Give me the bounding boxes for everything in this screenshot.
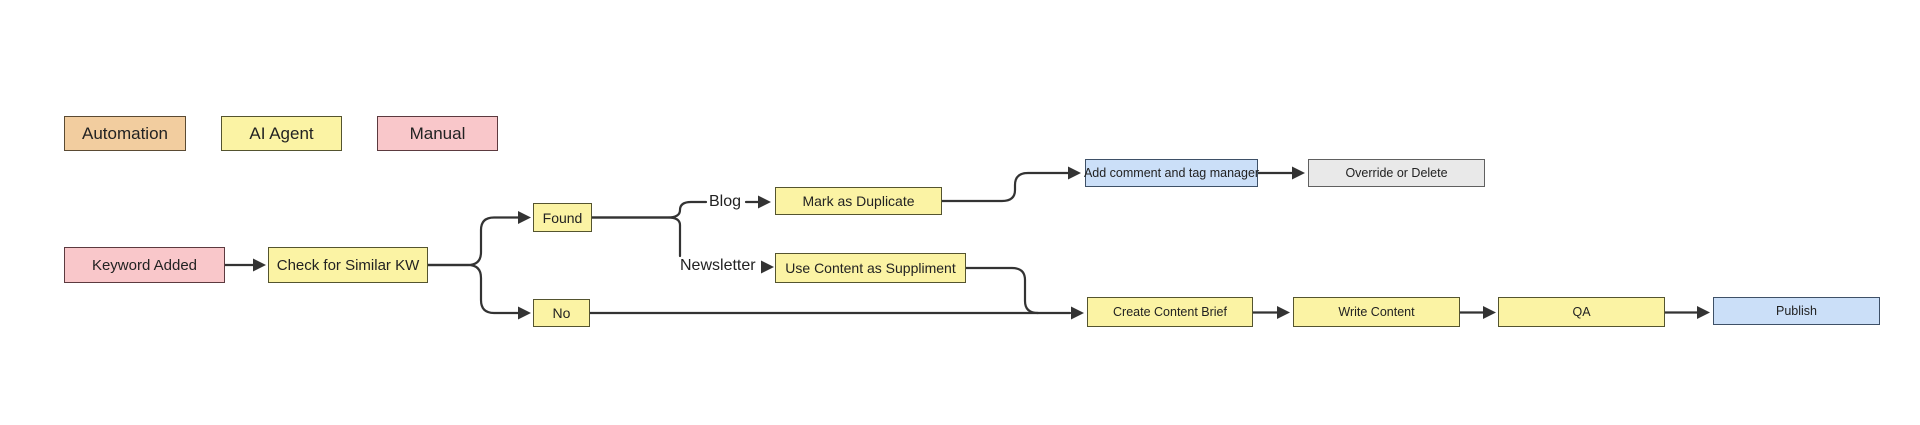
node-qa[interactable]: QA: [1498, 297, 1665, 327]
edge-found-to-newsletter: [590, 216, 682, 258]
arrowhead: [761, 260, 774, 274]
arrowhead: [1277, 306, 1290, 319]
node-keyword-added[interactable]: Keyword Added: [64, 247, 225, 283]
node-create-content-brief[interactable]: Create Content Brief: [1087, 297, 1253, 327]
edge-usecontent-join: [964, 266, 1040, 315]
node-write-content[interactable]: Write Content: [1293, 297, 1460, 327]
legend-manual-node[interactable]: Manual: [377, 116, 498, 151]
node-mark-as-duplicate[interactable]: Mark as Duplicate: [775, 187, 942, 215]
node-override-or-delete[interactable]: Override or Delete: [1308, 159, 1485, 187]
arrowhead: [758, 195, 771, 209]
edge-check-to-found: [426, 216, 520, 267]
node-no[interactable]: No: [533, 299, 590, 327]
arrowhead: [518, 211, 531, 224]
legend-automation-node[interactable]: Automation: [64, 116, 186, 151]
legend-ai-agent-node[interactable]: AI Agent: [221, 116, 342, 151]
edge-label-blog: Blog: [709, 193, 742, 210]
arrowhead: [1068, 166, 1081, 180]
edge-found-to-blog: [590, 200, 708, 219]
arrowhead: [1483, 306, 1496, 319]
edge-check-to-no: [426, 263, 520, 315]
edge-label-newsletter: Newsletter: [680, 257, 756, 274]
arrowhead: [1697, 306, 1710, 319]
edge-mark-to-addcomment: [940, 171, 1070, 203]
arrowhead: [1292, 166, 1305, 180]
arrowhead: [1071, 306, 1084, 320]
node-use-content-as-suppliment[interactable]: Use Content as Suppliment: [775, 253, 966, 283]
node-add-comment-and-tag-manager[interactable]: Add comment and tag manager: [1084, 159, 1259, 187]
node-check-for-similar-kw[interactable]: Check for Similar KW: [268, 247, 428, 283]
arrowhead: [253, 258, 266, 272]
node-publish[interactable]: Publish: [1713, 297, 1880, 325]
node-found[interactable]: Found: [533, 203, 592, 232]
arrowhead: [518, 306, 531, 320]
